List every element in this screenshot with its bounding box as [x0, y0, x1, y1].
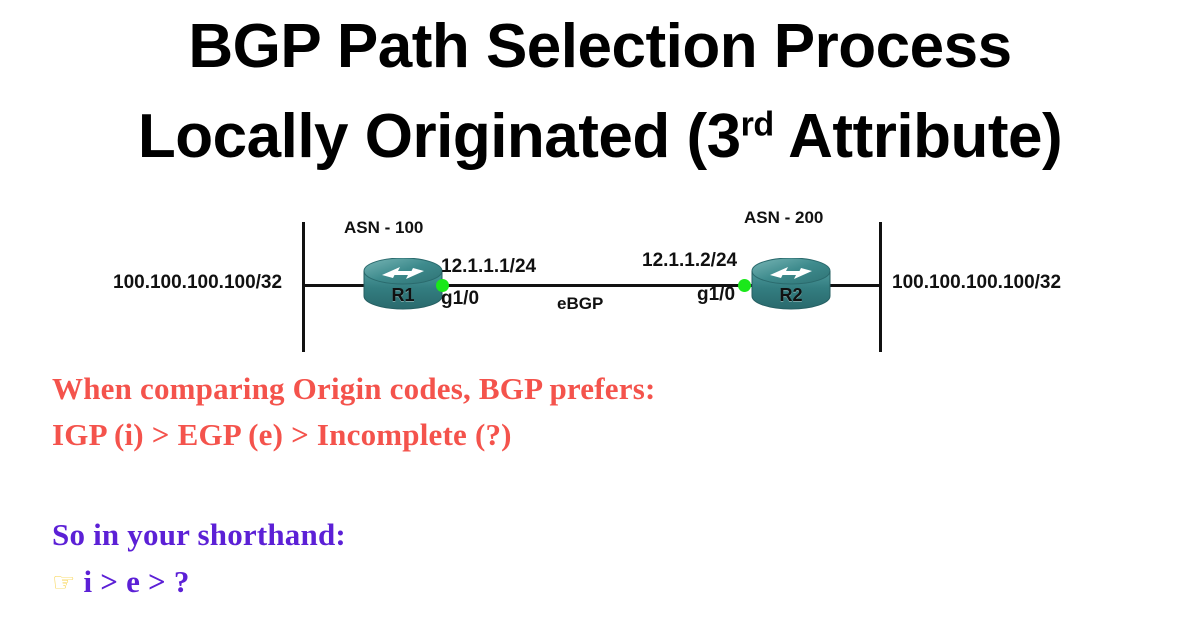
- peering-type-label: eBGP: [557, 294, 604, 313]
- interface-status-dot-r2: [738, 279, 751, 292]
- as-boundary-bar-left: [302, 222, 305, 352]
- ordinal-suffix: rd: [740, 105, 775, 144]
- page-title-line-2: Locally Originated (3rd Attribute): [0, 92, 1200, 182]
- ip-label-r1: 12.1.1.1/24: [441, 256, 537, 277]
- as-boundary-bar-right: [879, 222, 882, 352]
- router-r2-label: R2: [779, 285, 803, 305]
- interface-status-dot-r1: [436, 279, 449, 292]
- page-title-line-1: BGP Path Selection Process: [188, 12, 1012, 81]
- ip-label-r2: 12.1.1.2/24: [642, 250, 738, 271]
- page-title-line-2-text: Locally Originated (3: [137, 102, 741, 171]
- asn-label-right: ASN - 200: [744, 208, 824, 227]
- shorthand-value-row: ☞i > e > ?: [52, 565, 190, 600]
- link-line-ebgp: [448, 284, 766, 287]
- page-title-line-2-tail: Attribute): [773, 102, 1063, 171]
- link-line-right: [812, 284, 882, 287]
- network-diagram: R1 R2 ASN - 100 ASN - 200 12.1.1.1/24 g1…: [0, 196, 1200, 362]
- router-r1-label: R1: [391, 285, 415, 305]
- network-label-right: 100.100.100.100/32: [892, 272, 1062, 293]
- interface-label-r2: g1/0: [697, 284, 736, 305]
- origin-rule-heading: When comparing Origin codes, BGP prefers…: [52, 371, 656, 406]
- asn-label-left: ASN - 100: [344, 218, 424, 237]
- network-label-left: 100.100.100.100/32: [113, 272, 283, 293]
- page-title: BGP Path Selection Process Locally Origi…: [0, 2, 1200, 182]
- origin-rule-order: IGP (i) > EGP (e) > Incomplete (?): [52, 417, 512, 452]
- link-line-left: [302, 284, 374, 287]
- shorthand-value: i > e > ?: [83, 564, 190, 599]
- pointing-right-hand-icon: ☞: [52, 568, 76, 598]
- interface-label-r1: g1/0: [441, 288, 480, 309]
- router-r2-icon: R2: [750, 258, 832, 310]
- router-r1-icon: R1: [362, 258, 444, 310]
- shorthand-heading: So in your shorthand:: [52, 517, 346, 552]
